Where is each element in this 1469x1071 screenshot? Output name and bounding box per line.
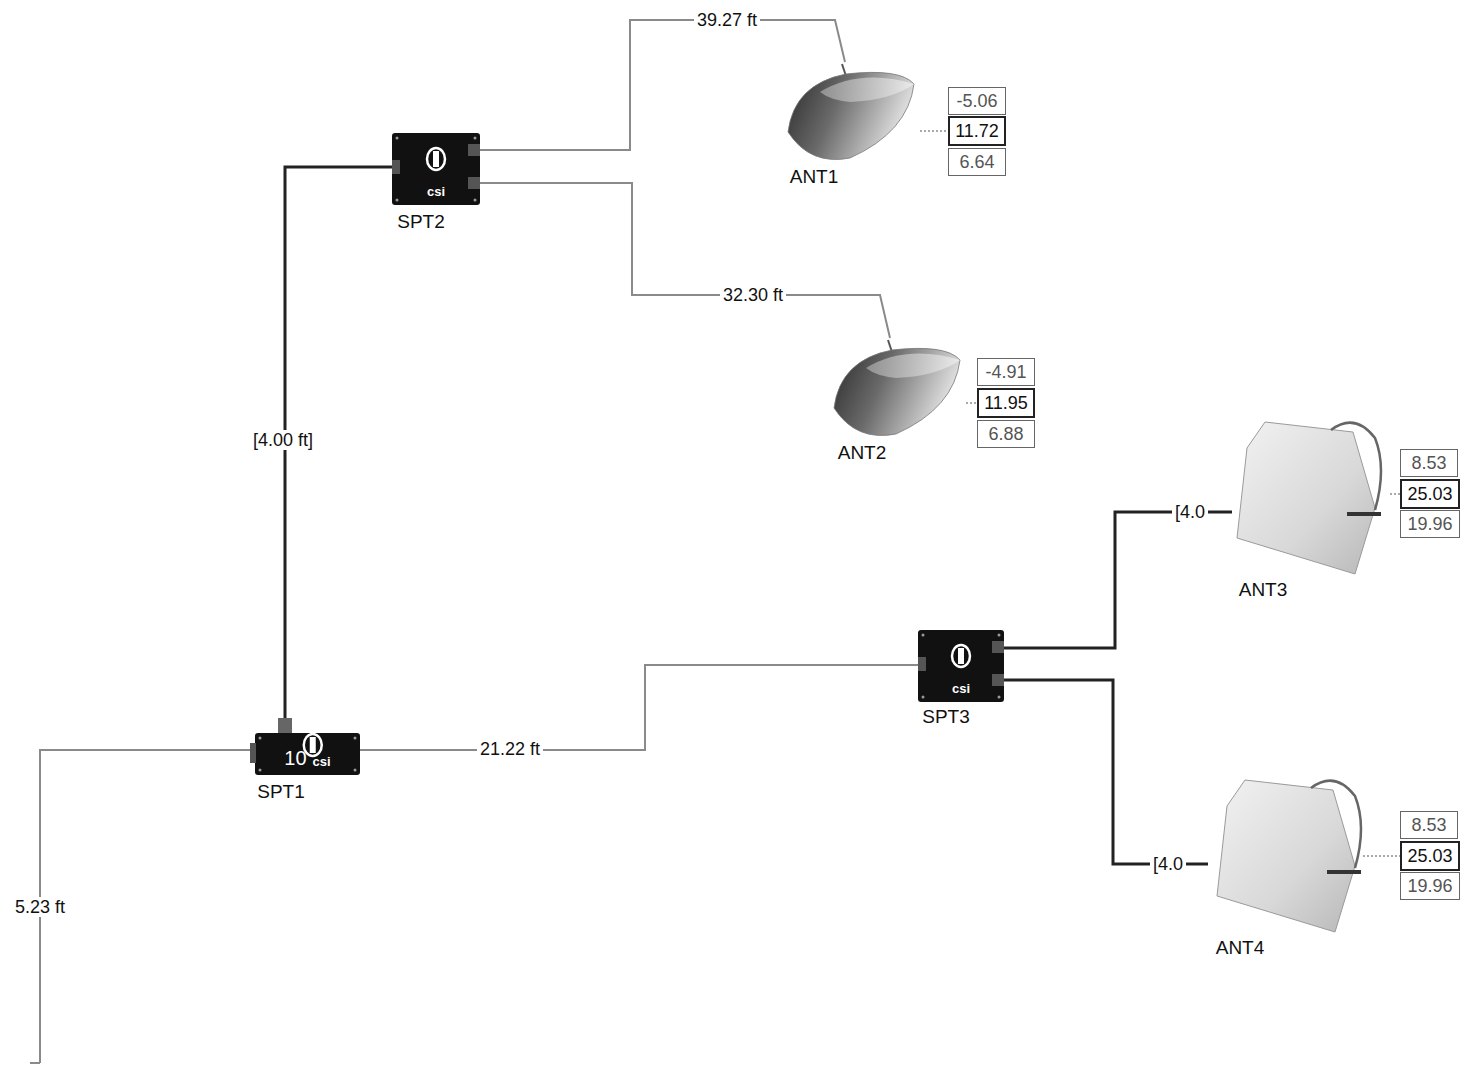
brand-mark: csi bbox=[313, 754, 331, 769]
signal-value: 25.03 bbox=[1407, 484, 1452, 505]
feed-cable bbox=[40, 750, 250, 1063]
port-count: 10 bbox=[284, 747, 306, 769]
signal-value: 11.72 bbox=[955, 121, 999, 142]
cable-length: 39.27 ft bbox=[694, 10, 760, 30]
splitter-body: csi bbox=[392, 133, 480, 205]
panel-antenna-picture bbox=[1208, 776, 1363, 935]
brand-mark: csi bbox=[952, 681, 970, 696]
signal-value: 11.95 bbox=[984, 393, 1028, 414]
antenna-label: ANT4 bbox=[1216, 937, 1265, 959]
coax-cable bbox=[360, 665, 918, 750]
leader-line bbox=[920, 131, 948, 132]
splitter-label: SPT3 bbox=[922, 706, 970, 728]
splitter-label: SPT2 bbox=[397, 211, 445, 233]
signal-value: 8.53 bbox=[1411, 815, 1446, 836]
signal-value: -4.91 bbox=[985, 362, 1026, 383]
cable-length: [4.00 ft] bbox=[250, 430, 316, 450]
signal-value: -5.06 bbox=[956, 91, 997, 112]
splitter-node: 10 csiSPT1 bbox=[250, 718, 360, 803]
leader-line bbox=[1390, 494, 1400, 495]
dome-antenna: ANT2 bbox=[826, 338, 966, 466]
splitter-label: SPT1 bbox=[257, 781, 305, 803]
panel-antenna-picture bbox=[1232, 418, 1390, 577]
brand-mark: csi bbox=[427, 184, 445, 199]
dome-antenna-picture bbox=[826, 338, 966, 440]
value-box: 25.03 bbox=[1400, 841, 1460, 871]
cable-length: [4.0 bbox=[1150, 854, 1186, 874]
leader-line bbox=[966, 403, 977, 404]
value-box: 11.72 bbox=[948, 116, 1006, 146]
cable-length: 21.22 ft bbox=[477, 739, 543, 759]
value-box: 8.53 bbox=[1400, 449, 1458, 477]
signal-value: 8.53 bbox=[1411, 453, 1446, 474]
dome-antenna: ANT1 bbox=[780, 62, 920, 190]
cable-length: 32.30 ft bbox=[720, 285, 786, 305]
cable-length: [4.0 bbox=[1172, 502, 1208, 522]
splitter-node: csiSPT3 bbox=[918, 630, 1004, 728]
value-box: 6.64 bbox=[948, 148, 1006, 176]
value-box: 19.96 bbox=[1400, 872, 1460, 900]
value-box: 8.53 bbox=[1400, 811, 1458, 839]
antenna-label: ANT1 bbox=[790, 166, 839, 188]
signal-value: 25.03 bbox=[1407, 846, 1452, 867]
cable-length: 5.23 ft bbox=[12, 897, 68, 917]
value-box: 19.96 bbox=[1400, 510, 1460, 538]
panel-antenna: ANT3 bbox=[1232, 418, 1390, 603]
leader-line bbox=[1363, 856, 1400, 857]
value-box: -5.06 bbox=[948, 87, 1006, 115]
coax-cable bbox=[1004, 680, 1208, 864]
antenna-label: ANT2 bbox=[838, 442, 887, 464]
signal-value: 6.88 bbox=[988, 424, 1023, 445]
value-box: -4.91 bbox=[977, 358, 1035, 386]
signal-value: 6.64 bbox=[959, 152, 994, 173]
connector-group bbox=[285, 20, 1400, 864]
value-box: 25.03 bbox=[1400, 479, 1460, 509]
splitter-body: 10 csi bbox=[255, 733, 360, 775]
dome-antenna-picture bbox=[780, 62, 920, 164]
splitter-node: csiSPT2 bbox=[392, 133, 480, 233]
coax-cable bbox=[1004, 512, 1232, 648]
splitter-icon bbox=[255, 733, 360, 775]
signal-value: 19.96 bbox=[1407, 514, 1452, 535]
signal-value: 19.96 bbox=[1407, 876, 1452, 897]
value-box: 6.88 bbox=[977, 420, 1035, 448]
antenna-label: ANT3 bbox=[1239, 579, 1288, 601]
feed-cable-end bbox=[30, 1062, 40, 1064]
splitter-body: csi bbox=[918, 630, 1004, 702]
panel-antenna: ANT4 bbox=[1208, 776, 1363, 961]
coax-cable bbox=[480, 183, 890, 338]
value-box: 11.95 bbox=[977, 388, 1035, 418]
